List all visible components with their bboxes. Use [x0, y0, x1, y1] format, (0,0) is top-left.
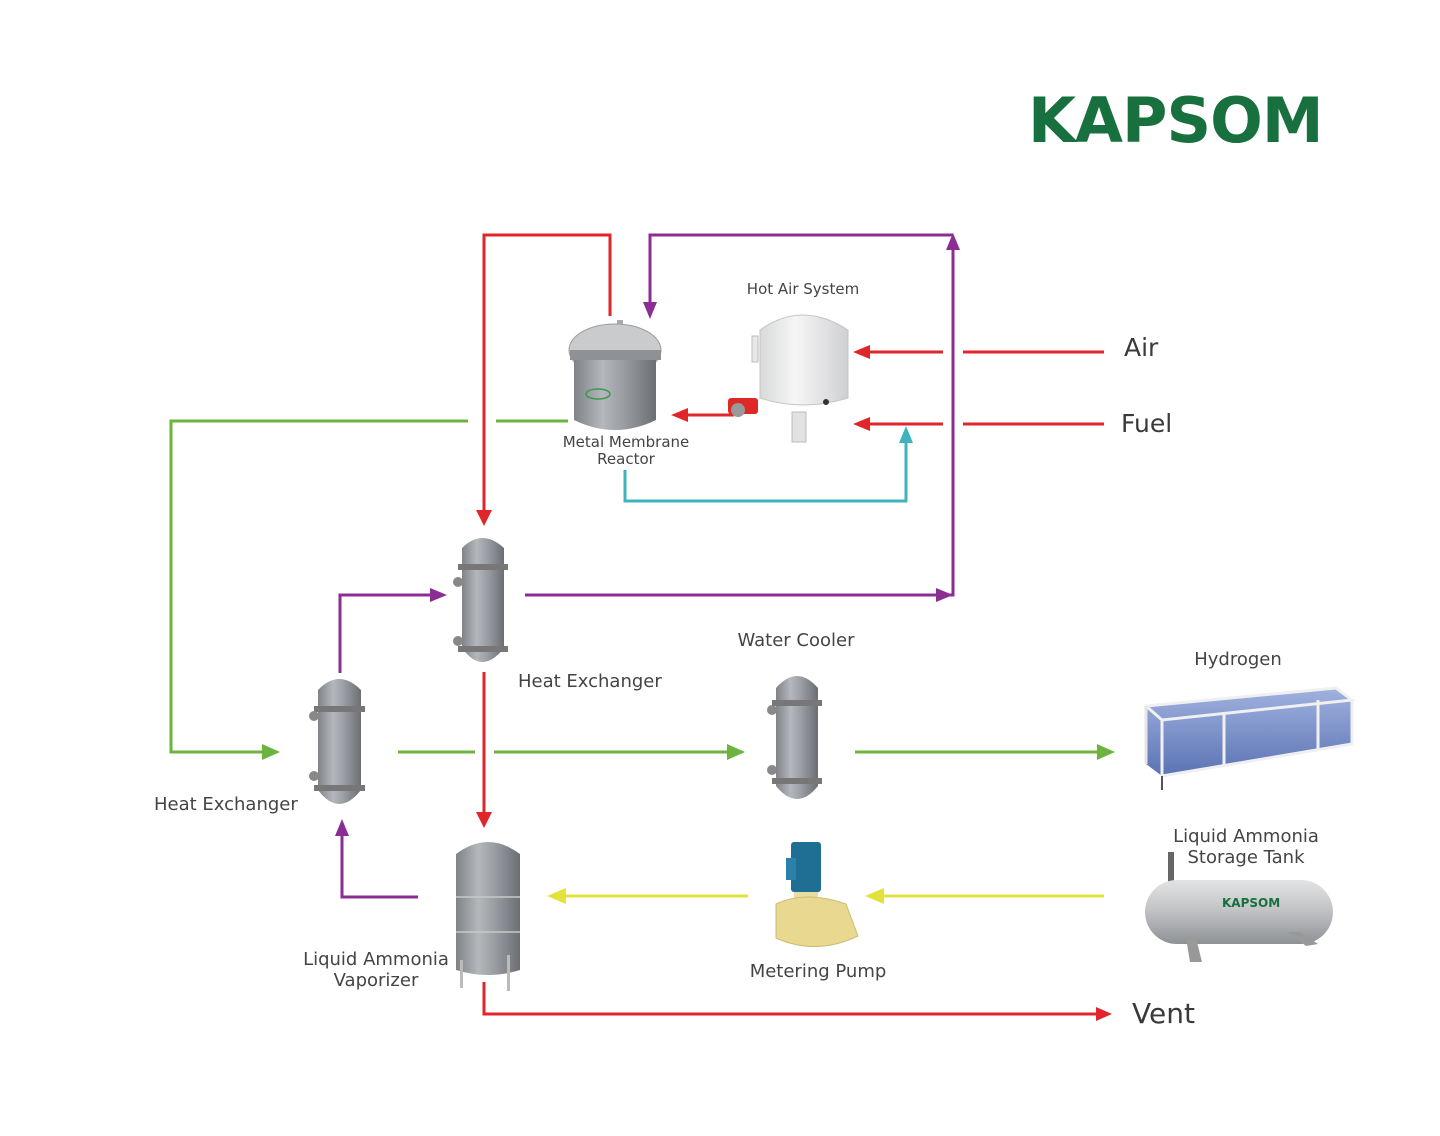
kapsom-logo: KAPSOM — [1028, 90, 1324, 152]
water-cooler-label: Water Cooler — [737, 630, 855, 651]
arrowhead-up — [946, 233, 960, 250]
arrowhead-right — [430, 588, 447, 602]
hydrogen-label: Hydrogen — [1194, 649, 1282, 670]
reactor-to-hx-lower-line — [169, 419, 468, 754]
green-lines — [169, 419, 1100, 754]
vent-label: Vent — [1132, 997, 1195, 1030]
reactor-label: Metal Membrane Reactor — [562, 433, 690, 469]
heat-exchanger-upper-icon[interactable] — [453, 538, 508, 662]
arrowhead-left — [671, 408, 688, 422]
arrowhead-left — [865, 888, 884, 904]
hx-lower-to-upper-line — [338, 593, 435, 673]
yellow-arrowheads — [547, 888, 884, 904]
air-label: Air — [1124, 333, 1159, 362]
red-lines — [482, 233, 1104, 1016]
arrowhead-right — [936, 588, 953, 602]
fuel-label: Fuel — [1121, 409, 1173, 438]
arrowhead-right — [727, 744, 745, 760]
logo-text: KAPSOM — [1028, 84, 1324, 157]
red-arrowheads — [476, 345, 1112, 1021]
arrowhead-right — [1096, 1007, 1112, 1021]
tank-logo: KAPSOM — [1222, 896, 1281, 910]
arrowhead-down — [643, 302, 657, 319]
arrowhead-right — [1097, 744, 1115, 760]
arrowhead-right — [262, 744, 280, 760]
hot-air-system-icon[interactable] — [728, 314, 849, 443]
hydrogen-storage-icon[interactable] — [1144, 686, 1356, 790]
metering-pump-icon[interactable] — [775, 842, 859, 947]
hot-air-system-label: Hot Air System — [746, 280, 860, 298]
heat-exchanger-upper-label: Heat Exchanger — [518, 671, 662, 692]
arrowhead-up — [335, 819, 349, 836]
top-to-reactor-line — [648, 233, 953, 305]
vaporizer-to-hx-line — [340, 833, 418, 899]
arrowhead-down — [476, 812, 492, 828]
arrowhead-down — [476, 510, 492, 526]
flue-gas-line — [623, 440, 908, 503]
arrowhead-left — [853, 345, 870, 359]
arrowhead-up — [899, 426, 913, 443]
vaporizer-label: Liquid Ammonia Vaporizer — [303, 949, 449, 991]
metering-pump-label: Metering Pump — [749, 961, 887, 982]
reactor-to-hx-line — [482, 233, 612, 515]
water-cooler-icon[interactable] — [767, 676, 822, 799]
heat-exchanger-lower-icon[interactable] — [309, 679, 365, 804]
metal-membrane-reactor-icon[interactable] — [568, 320, 662, 430]
liquid-ammonia-vaporizer-icon[interactable] — [456, 842, 520, 991]
arrowhead-left — [853, 417, 870, 431]
heat-exchanger-lower-label: Heat Exchanger — [154, 794, 298, 815]
vent-line — [482, 982, 1100, 1016]
ammonia-tank-label: Liquid Ammonia Storage Tank — [1173, 826, 1319, 868]
green-arrowheads — [262, 744, 1115, 760]
purple-arrowheads — [335, 233, 960, 836]
liquid-ammonia-storage-tank-icon[interactable] — [1145, 852, 1333, 962]
arrowhead-left — [547, 888, 566, 904]
